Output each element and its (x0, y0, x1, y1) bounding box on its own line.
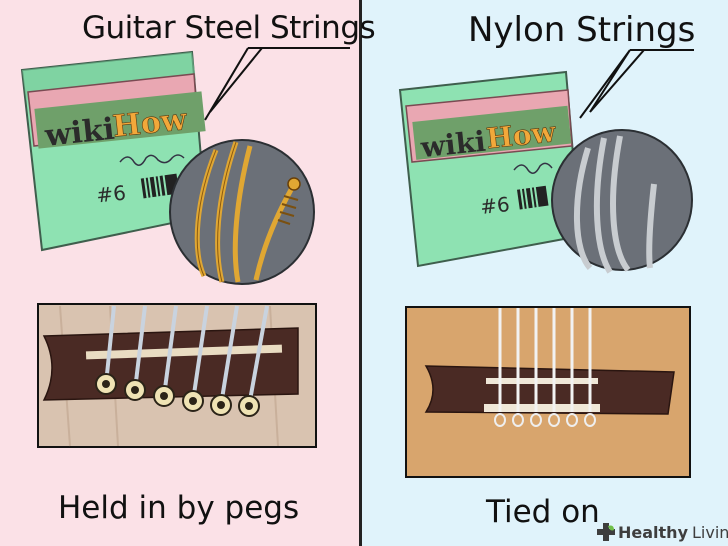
bridge-peg-center (160, 392, 168, 400)
string-tie-loop (512, 413, 524, 427)
watermark-word2: Living (692, 522, 728, 542)
package-size-label: #6 (95, 180, 127, 207)
nylon-strings-heading: Nylon Strings (468, 10, 696, 50)
watermark-word1: Healthy (618, 522, 688, 542)
nylon-string-package: wiki How #6 (398, 70, 582, 268)
string-line (133, 305, 147, 391)
package-brand-part1: wiki (42, 112, 116, 154)
string-line (162, 305, 178, 397)
package-brand-part1: wiki (418, 125, 487, 165)
panel-divider (359, 0, 362, 546)
package-brand-part2: How (485, 115, 558, 155)
string-tie-loop (566, 413, 578, 427)
signature-scribble (513, 162, 553, 174)
bridge-peg-center (217, 401, 225, 409)
tied-bridge-photo (405, 306, 691, 478)
steel-string-package: wiki How #6 (20, 50, 208, 252)
string-line (219, 305, 239, 406)
signature-scribble (119, 154, 185, 166)
bridge-peg-center (245, 402, 253, 410)
string-tie-loop (494, 413, 506, 427)
barcode (517, 185, 549, 210)
callout-pointer (204, 47, 263, 121)
package-size-label: #6 (479, 192, 511, 219)
pegs-caption: Held in by pegs (58, 490, 300, 526)
string-line (191, 305, 209, 402)
watermark: Healthy Living (596, 520, 728, 544)
string-tie-loop (584, 413, 596, 427)
string-line (104, 305, 116, 385)
bridge-peg-center (131, 386, 139, 394)
bridge-with-pegs-photo (37, 303, 317, 448)
bridge-peg-center (102, 380, 110, 388)
bridge-peg-center (189, 397, 197, 405)
string-tie-loop (530, 413, 542, 427)
tied-on-caption: Tied on (486, 494, 600, 530)
steel-string-closeup (169, 139, 315, 285)
plus-leaf-icon (597, 523, 615, 541)
package-brand-part2: How (111, 102, 190, 145)
string-tie-loop (548, 413, 560, 427)
string-line (247, 305, 269, 407)
nylon-string-closeup (551, 129, 693, 274)
callout-pointer (579, 49, 645, 119)
steel-strings-heading: Guitar Steel Strings (82, 10, 376, 46)
